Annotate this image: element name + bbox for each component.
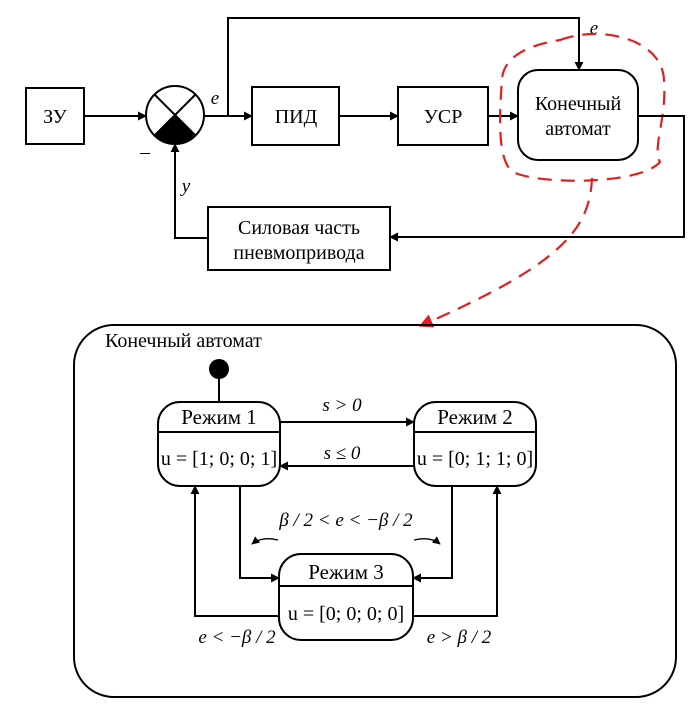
plant-label-line2: пневмопривода — [233, 242, 364, 264]
pid-label: ПИД — [275, 106, 318, 128]
state-mode-1: Режим 1 u = [1; 0; 0; 1] — [157, 401, 281, 487]
summing-junction — [145, 85, 205, 145]
error-label-top: e — [590, 18, 598, 39]
fsm-block: Конечный автомат — [517, 69, 639, 161]
usr-label: УСР — [424, 106, 463, 128]
fsm-detail-panel: Конечный автомат Режим 1 u = [1; 0; 0; 1… — [73, 324, 677, 698]
plant-block: Силовая часть пневмопривода — [207, 206, 391, 271]
transition-to-3-label: β / 2 < e < −β / 2 — [278, 510, 413, 531]
setpoint-label: ЗУ — [43, 106, 68, 128]
transition-3-to-2 — [413, 485, 502, 617]
transition-2-to-1-label: s ≤ 0 — [324, 443, 361, 464]
minus-sign: – — [139, 141, 151, 163]
fsm-label-line1: Конечный — [535, 93, 622, 115]
transition-3-to-2-label: e > β / 2 — [427, 627, 492, 648]
arrow-fsm-to-plant — [389, 115, 685, 242]
arrow-feedback-y — [170, 143, 208, 239]
transition-1-to-2-label: s > 0 — [322, 395, 362, 416]
pid-block: ПИД — [251, 86, 340, 146]
initial-state-dot — [209, 359, 229, 379]
usr-block: УСР — [397, 86, 489, 146]
transition-1-to-3 — [239, 486, 280, 583]
highlight-pointer-arrow — [418, 177, 594, 328]
feedback-label-y: y — [180, 176, 191, 197]
plant-label-line1: Силовая часть — [238, 217, 360, 239]
state-1-name: Режим 1 — [181, 405, 257, 429]
fsm-label-line2: автомат — [545, 118, 611, 140]
transition-2-to-3 — [412, 486, 453, 583]
transition-3-to-1-label: e < −β / 2 — [198, 627, 276, 648]
guard-pointer-left — [251, 536, 279, 545]
fsm-detail-frame — [73, 324, 677, 698]
state-mode-2: Режим 2 u = [0; 1; 1; 0] — [413, 401, 537, 487]
state-3-name: Режим 3 — [308, 560, 384, 584]
arrow-error-to-fsm — [227, 17, 584, 116]
transition-3-to-1 — [190, 485, 279, 617]
fsm-highlight-outline — [499, 33, 666, 182]
state-2-output: u = [0; 1; 1; 0] — [417, 448, 533, 470]
block-diagram: ЗУ – e e ПИД УСР Конечный — [25, 17, 685, 328]
error-label: e — [211, 88, 219, 109]
state-2-name: Режим 2 — [437, 405, 513, 429]
state-1-output: u = [1; 0; 0; 1] — [161, 448, 277, 470]
state-mode-3: Режим 3 u = [0; 0; 0; 0] — [278, 553, 414, 641]
guard-pointer-right — [413, 536, 441, 545]
setpoint-block: ЗУ — [25, 87, 85, 145]
state-3-output: u = [0; 0; 0; 0] — [288, 603, 404, 625]
fsm-detail-title: Конечный автомат — [105, 330, 262, 352]
